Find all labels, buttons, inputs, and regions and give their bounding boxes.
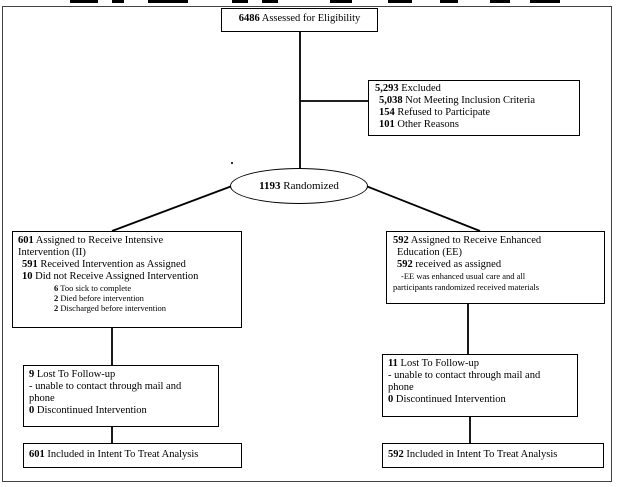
enhanced-lost-count: 11 (388, 358, 398, 369)
intensive-reason-died: 2 Died before intervention (18, 293, 236, 303)
excluded-box: 5,293 Excluded 5,038 Not Meeting Inclusi… (368, 80, 580, 136)
reason-count: 2 (54, 303, 59, 313)
intensive-lost-count: 9 (29, 369, 35, 380)
enhanced-discontinued-count: 0 (388, 394, 394, 405)
enhanced-lost-label: Lost To Follow-up (397, 358, 479, 369)
connector-randomized-to-left (111, 185, 233, 232)
intensive-discontinued-label: Discontinued Intervention (34, 405, 147, 416)
intensive-arm-name: Intervention (II) (18, 247, 86, 258)
randomized-label: Randomized (280, 180, 339, 192)
excluded-total-label: Excluded (398, 83, 441, 94)
enhanced-assigned-count: 592 (393, 235, 409, 246)
intensive-received-label: Received Intervention as Assigned (37, 259, 186, 270)
enhanced-lost-row: 11 Lost To Follow-up (388, 358, 572, 370)
connector-randomized-to-right (365, 185, 481, 232)
intensive-assigned-label: Assigned to Receive Intensive (33, 235, 164, 246)
excluded-item-count: 101 (379, 119, 395, 130)
enhanced-followup-box: 11 Lost To Follow-up - unable to contact… (382, 354, 578, 417)
intensive-analysis-row: 601 Included in Intent To Treat Analysis (29, 449, 236, 461)
assessed-count: 6486 (238, 13, 260, 24)
excluded-item-count: 154 (379, 107, 395, 118)
enhanced-assigned-row: 592 Assigned to Receive Enhanced (393, 235, 598, 247)
excluded-item-refused: 154 Refused to Participate (375, 107, 573, 119)
excluded-item-label: Not Meeting Inclusion Criteria (402, 95, 536, 106)
enhanced-assigned-label: Assigned to Receive Enhanced (408, 235, 542, 246)
stray-dot (231, 162, 233, 164)
intensive-lost-reason-line-2: phone (29, 393, 55, 404)
intensive-received-row: 591 Received Intervention as Assigned (18, 259, 236, 271)
intensive-assigned-row: 601 Assigned to Receive Intensive (18, 235, 236, 247)
excluded-total-count: 5,293 (375, 83, 399, 94)
intensive-analysis-label: Included in Intent To Treat Analysis (44, 449, 199, 460)
intensive-allocation-box: 601 Assigned to Receive Intensive Interv… (12, 231, 242, 328)
reason-label: Discharged before intervention (58, 303, 166, 313)
enhanced-received-count: 592 (397, 259, 413, 270)
randomized-oval: 1193 Randomized (230, 168, 368, 204)
intensive-lost-reason-line-1: - unable to contact through mail and (29, 381, 182, 392)
enhanced-analysis-label: Included in Intent To Treat Analysis (403, 449, 558, 460)
intensive-followup-box: 9 Lost To Follow-up - unable to contact … (23, 365, 219, 427)
enhanced-note-line-2: participants randomized received materia… (393, 282, 540, 292)
enhanced-analysis-box: 592 Included in Intent To Treat Analysis (382, 443, 604, 468)
intensive-not-received-label: Did not Receive Assigned Intervention (32, 271, 199, 282)
excluded-item-label: Other Reasons (394, 119, 459, 130)
enhanced-allocation-box: 592 Assigned to Receive Enhanced Educati… (386, 231, 605, 304)
enhanced-note-line-1: -EE was enhanced usual care and all (401, 271, 526, 281)
cropped-top-edge (0, 0, 618, 5)
reason-label: Died before intervention (58, 293, 144, 303)
enhanced-lost-reason-line-1: - unable to contact through mail and (388, 370, 541, 381)
excluded-item-label: Refused to Participate (394, 107, 491, 118)
intensive-discontinued-row: 0 Discontinued Intervention (29, 405, 213, 417)
reason-count: 6 (54, 283, 59, 293)
randomized-count: 1193 (259, 180, 281, 192)
reason-label: Too sick to complete (58, 283, 132, 293)
intensive-not-received-row: 10 Did not Receive Assigned Intervention (18, 271, 236, 283)
reason-count: 2 (54, 293, 59, 303)
intensive-reason-discharged: 2 Discharged before intervention (18, 303, 236, 313)
enhanced-discontinued-label: Discontinued Intervention (393, 394, 506, 405)
intensive-reason-too-sick: 6 Too sick to complete (18, 283, 236, 293)
enhanced-discontinued-row: 0 Discontinued Intervention (388, 394, 572, 406)
intensive-lost-label: Lost To Follow-up (34, 369, 116, 380)
enhanced-arm-name: Education (EE) (397, 247, 463, 258)
excluded-item-count: 5,038 (379, 95, 403, 106)
assessed-label: Assessed for Eligibility (259, 13, 361, 24)
intensive-not-received-count: 10 (22, 271, 33, 282)
enhanced-lost-reason-line-2: phone (388, 382, 414, 393)
enhanced-received-row: 592 received as assigned (393, 259, 598, 271)
enhanced-analysis-row: 592 Included in Intent To Treat Analysis (388, 449, 598, 461)
intensive-lost-row: 9 Lost To Follow-up (29, 369, 213, 381)
excluded-item-other: 101 Other Reasons (375, 119, 573, 131)
intensive-assigned-count: 601 (18, 235, 34, 246)
intensive-received-count: 591 (22, 259, 38, 270)
intensive-analysis-box: 601 Included in Intent To Treat Analysis (23, 443, 242, 468)
enhanced-received-label: received as assigned (412, 259, 502, 270)
excluded-total-row: 5,293 Excluded (375, 83, 573, 95)
intensive-analysis-count: 601 (29, 449, 45, 460)
intensive-discontinued-count: 0 (29, 405, 35, 416)
assessed-box: 6486 Assessed for Eligibility (221, 8, 378, 32)
enhanced-analysis-count: 592 (388, 449, 404, 460)
excluded-item-not-meeting: 5,038 Not Meeting Inclusion Criteria (375, 95, 573, 107)
